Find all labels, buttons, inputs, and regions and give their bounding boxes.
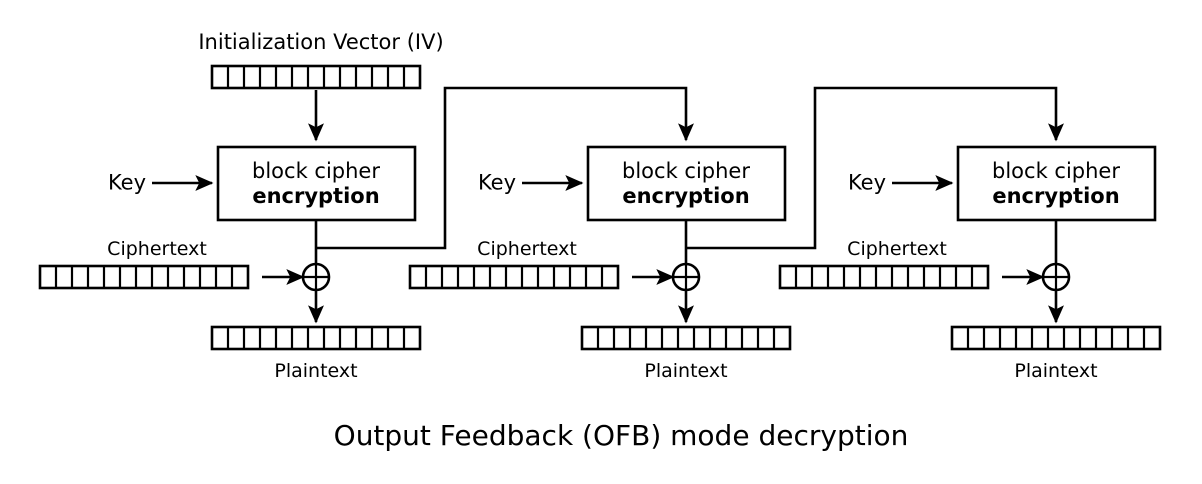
cipher-box-text-stage-3: block cipher encryption [992,159,1120,209]
xor-icon-stage-3 [1041,262,1071,292]
ciphertext-label-stage-3: Ciphertext [847,238,947,260]
ciphertext-label-stage-1: Ciphertext [107,238,207,260]
iv-bar-stage-1 [210,64,422,90]
cipher-box-line1-stage-1: block cipher [252,159,380,184]
cipher-box-line1-stage-2: block cipher [622,159,750,184]
cipher-box-text-stage-2: block cipher encryption [622,159,750,209]
ciphertext-bar-stage-1 [38,264,250,290]
cipher-box-line1-stage-3: block cipher [992,159,1120,184]
cipher-box-stage-3 [956,145,1157,222]
plaintext-label-stage-3: Plaintext [1014,360,1098,382]
feedback-path-stage-2 [686,86,1065,250]
key-label-stage-3: Key [847,170,887,195]
plaintext-bar-stage-3 [950,325,1162,351]
plaintext-bar-stage-1 [210,325,422,351]
feedback-path-stage-1 [316,86,695,250]
ciphertext-label-stage-2: Ciphertext [477,238,577,260]
cipher-box-stage-1 [216,145,417,222]
xor-icon-stage-1 [301,262,331,292]
iv-label-stage-1: Initialization Vector (IV) [198,30,444,54]
plaintext-label-stage-2: Plaintext [644,360,728,382]
key-label-stage-1: Key [107,170,147,195]
cipher-box-line2-stage-1: encryption [252,184,380,208]
diagram-caption: Output Feedback (OFB) mode decryption [333,419,909,452]
xor-icon-stage-2 [671,262,701,292]
cipher-box-stage-2 [586,145,787,222]
cipher-box-text-stage-1: block cipher encryption [252,159,380,209]
cipher-box-line2-stage-2: encryption [622,184,750,208]
key-label-stage-2: Key [477,170,517,195]
cipher-box-line2-stage-3: encryption [992,184,1120,208]
ciphertext-bar-stage-2 [408,264,620,290]
plaintext-label-stage-1: Plaintext [274,360,358,382]
plaintext-bar-stage-2 [580,325,792,351]
ciphertext-bar-stage-3 [778,264,990,290]
